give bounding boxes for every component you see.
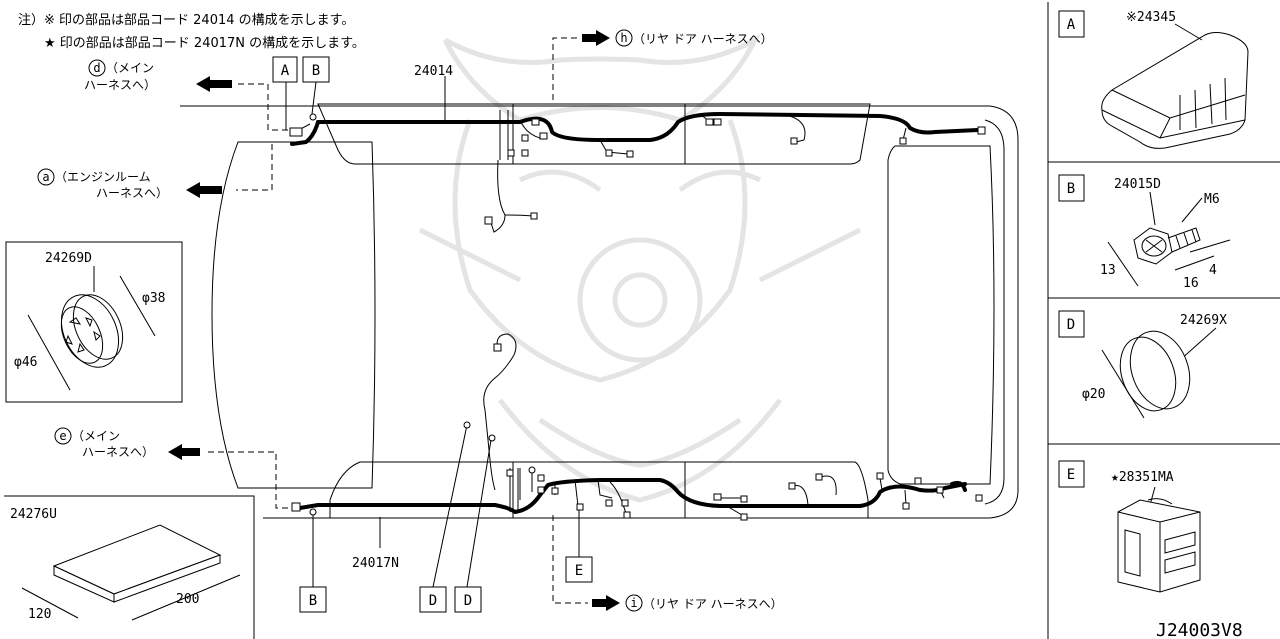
svg-text:★28351MA: ★28351MA [1111, 470, 1174, 485]
svg-text:B: B [1067, 181, 1075, 197]
svg-text:A: A [1067, 17, 1076, 33]
svg-text:M6: M6 [1204, 192, 1220, 207]
svg-text:（エンジンルーム: （エンジンルーム [55, 170, 151, 184]
svg-text:D: D [464, 593, 472, 609]
ref-label-a: a （エンジンルーム ハーネスへ） [37, 168, 168, 200]
svg-text:16: 16 [1183, 276, 1199, 291]
svg-text:A: A [281, 63, 290, 79]
harness-24014-connectors [289, 113, 986, 225]
right-panel [1047, 2, 1280, 639]
svg-text:24015D: 24015D [1114, 177, 1161, 192]
svg-text:D: D [1067, 317, 1075, 333]
svg-text:24269D: 24269D [45, 251, 92, 266]
svg-text:d: d [93, 61, 100, 75]
callout-box-A: A [272, 56, 298, 83]
svg-text:13: 13 [1100, 263, 1116, 278]
svg-text:E: E [1067, 467, 1075, 483]
svg-text:24269X: 24269X [1180, 313, 1227, 328]
detail-24269d: 24269D φ46 φ38 [5, 241, 183, 403]
label-24014: 24014 [414, 64, 453, 79]
svg-text:i: i [630, 596, 637, 610]
svg-text:4: 4 [1209, 263, 1217, 278]
svg-text:B: B [312, 63, 320, 79]
callout-box-B-bottom: B [299, 586, 327, 613]
svg-text:（メイン: （メイン [106, 61, 154, 75]
svg-text:E: E [575, 563, 583, 579]
svg-text:ハーネスへ）: ハーネスへ） [96, 186, 168, 200]
detail-24276u: 24276U 120 200 [4, 495, 255, 639]
ref-line-d [196, 76, 290, 131]
ref-line-a [186, 144, 273, 198]
panel-a-part-24345: A ※24345 [1058, 10, 1249, 149]
svg-text:B: B [309, 593, 317, 609]
svg-text:ハーネスへ）: ハーネスへ） [84, 78, 156, 92]
svg-text:h: h [620, 31, 627, 45]
harness-24014 [290, 110, 980, 233]
ref-label-h: h （リヤ ドア ハーネスへ） [615, 29, 773, 47]
svg-text:D: D [429, 593, 437, 609]
watermark-emblem [418, 33, 862, 503]
svg-text:（メイン: （メイン [72, 429, 120, 443]
harness-24017n-connectors [291, 343, 983, 521]
svg-text:24276U: 24276U [10, 507, 57, 522]
svg-text:e: e [59, 429, 66, 443]
ref-line-e [168, 444, 292, 509]
leader-lines [285, 76, 580, 588]
svg-text:200: 200 [176, 592, 199, 607]
svg-text:φ46: φ46 [14, 355, 37, 370]
label-24017n: 24017N [352, 556, 399, 571]
panel-b-part-24015d: B 24015D M6 13 16 4 [1058, 174, 1231, 291]
ref-line-i [552, 515, 620, 611]
note-line-1: 注）※ 印の部品は部品コード 24014 の構成を示します。 [18, 13, 354, 28]
callout-box-B-top: B [302, 56, 330, 83]
svg-text:a: a [42, 170, 49, 184]
ref-label-d: d （メイン ハーネスへ） [84, 59, 156, 92]
callout-box-D-right: D [454, 586, 482, 613]
svg-text:（リヤ ドア ハーネスへ）: （リヤ ドア ハーネスへ） [643, 597, 783, 611]
callout-box-E: E [565, 556, 593, 583]
ref-label-i: i （リヤ ドア ハーネスへ） [625, 594, 783, 612]
vehicle-outline [180, 103, 1019, 519]
ref-line-h [552, 30, 610, 100]
svg-text:（リヤ ドア ハーネスへ）: （リヤ ドア ハーネスへ） [633, 32, 773, 46]
ref-label-e: e （メイン ハーネスへ） [54, 427, 154, 459]
svg-text:120: 120 [28, 607, 51, 622]
note-line-2: ★ 印の部品は部品コード 24017N の構成を示します。 [44, 36, 365, 51]
panel-e-part-28351ma: E ★28351MA [1058, 460, 1201, 593]
svg-text:φ20: φ20 [1082, 387, 1105, 402]
panel-d-part-24269x: D 24269X φ20 [1058, 310, 1227, 419]
svg-text:φ38: φ38 [142, 291, 165, 306]
svg-text:※24345: ※24345 [1126, 10, 1176, 25]
svg-text:ハーネスへ）: ハーネスへ） [82, 445, 154, 459]
callout-box-D-left: D [419, 586, 447, 613]
diagram-id: J24003V8 [1156, 620, 1243, 639]
